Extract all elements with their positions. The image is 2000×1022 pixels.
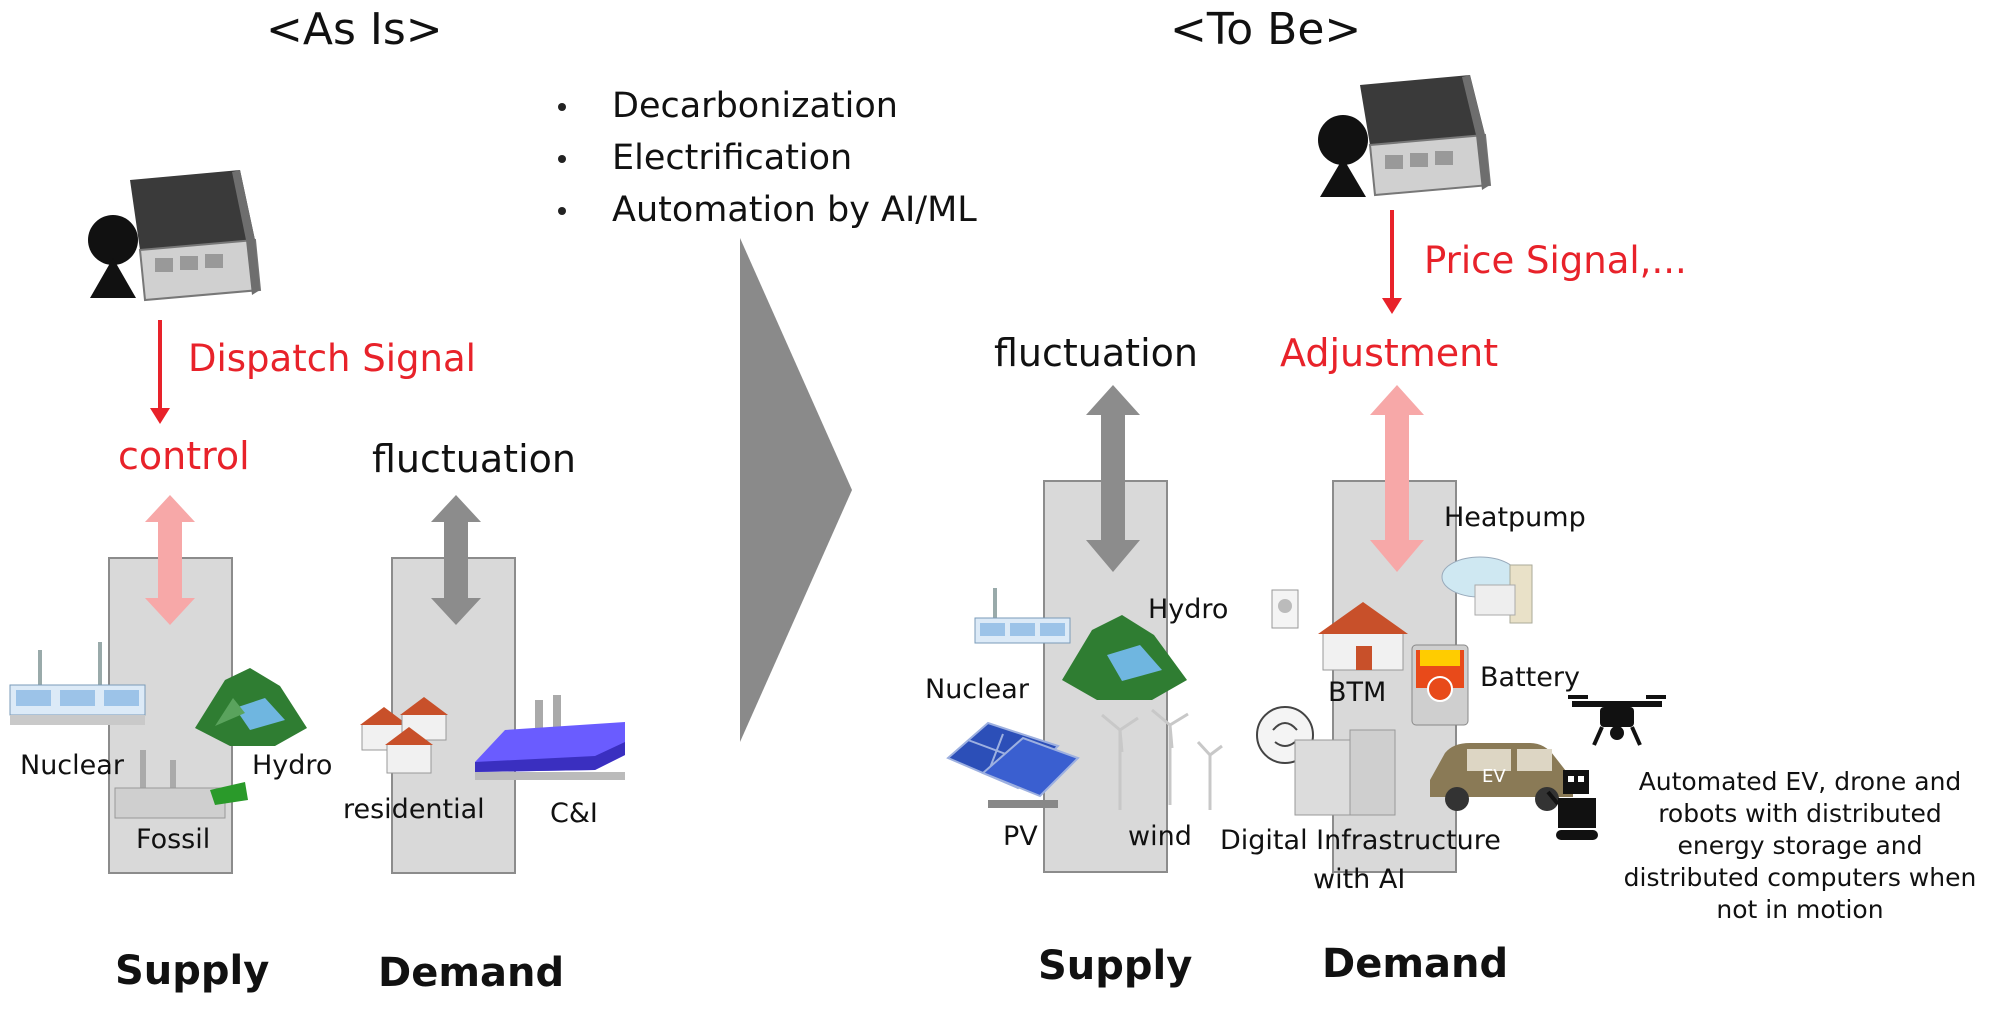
to-be-supply-footer: Supply (1038, 943, 1193, 989)
price-signal-label: Price Signal,... (1424, 239, 1687, 282)
btm-label: BTM (1328, 677, 1387, 708)
digital-infrastructure-label-line2: with AI (1313, 864, 1406, 895)
as-is-hydro-label: Hydro (252, 750, 333, 781)
as-is-fossil-label: Fossil (136, 824, 211, 855)
automated-note: Automated EV, drone and robots with dist… (1600, 766, 2000, 926)
as-is-nuclear-label: Nuclear (20, 750, 124, 781)
to-be-demand-footer: Demand (1322, 941, 1509, 987)
as-is-supply-footer: Supply (115, 948, 270, 994)
battery-label: Battery (1480, 662, 1580, 693)
as-is-residential-label: residential (343, 794, 485, 825)
as-is-ci-label: C&I (550, 798, 598, 829)
as-is-demand-footer: Demand (378, 950, 565, 996)
to-be-pv-label: PV (1003, 821, 1038, 852)
to-be-nuclear-label: Nuclear (925, 674, 1029, 705)
to-be-hydro-label: Hydro (1148, 594, 1229, 625)
drivers-list: Decarbonization Electrification Automati… (548, 80, 977, 236)
automated-note-line: Automated EV, drone and (1638, 767, 1962, 796)
digital-infrastructure-label: Digital Infrastructure (1220, 825, 1501, 856)
to-be-title: <To Be> (1170, 4, 1362, 55)
ev-badge: EV (1482, 766, 1506, 787)
automated-note-line: distributed computers when (1623, 863, 1977, 892)
driver-item: Decarbonization (548, 80, 977, 132)
dispatch-signal-label: Dispatch Signal (188, 337, 476, 380)
automated-note-line: energy storage and (1677, 831, 1923, 860)
to-be-wind-label: wind (1128, 821, 1192, 852)
as-is-title: <As Is> (266, 4, 443, 55)
as-is-fluctuation-label: fluctuation (372, 437, 576, 481)
automated-note-line: not in motion (1716, 895, 1884, 924)
control-label: control (118, 434, 250, 478)
heatpump-label: Heatpump (1444, 502, 1586, 533)
driver-item: Automation by AI/ML (548, 184, 977, 236)
adjustment-label: Adjustment (1280, 331, 1499, 375)
to-be-fluctuation-label: fluctuation (994, 331, 1198, 375)
driver-item: Electrification (548, 132, 977, 184)
automated-note-line: robots with distributed (1658, 799, 1942, 828)
